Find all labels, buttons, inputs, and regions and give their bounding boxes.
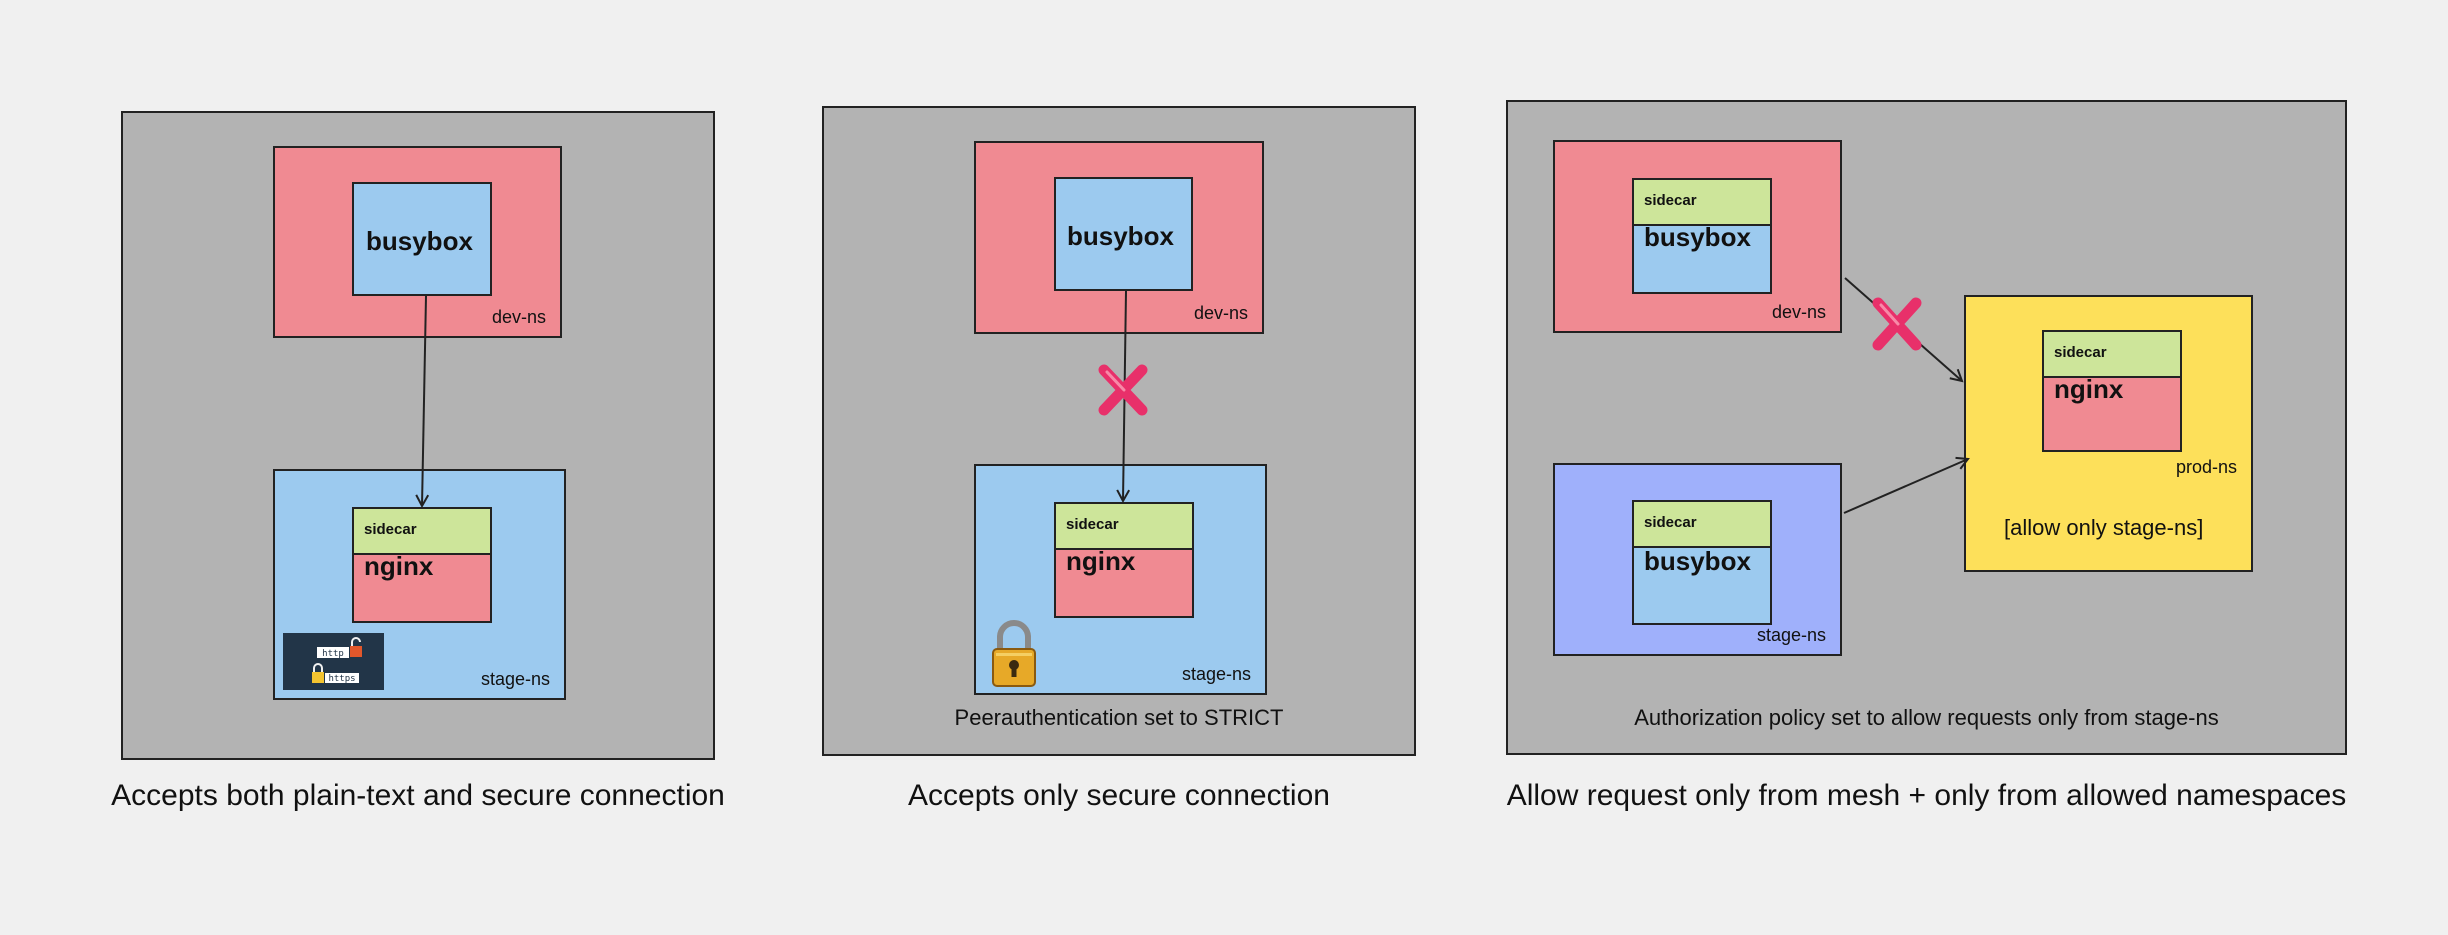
sidecar-label: sidecar [364,521,417,538]
panel-caption: Allow request only from mesh + only from… [1506,779,2347,812]
svg-text:https: https [328,674,355,684]
svg-text:http: http [322,649,344,659]
panel-inner-caption: Peerauthentication set to STRICT [954,705,1284,730]
pod-nginx: sidecar nginx [2042,330,2182,452]
sidecar-label: sidecar [2054,344,2107,361]
sidecar-bar: sidecar [1056,504,1192,550]
sidecar-label: sidecar [1644,514,1697,531]
pod-name: busybox [1644,546,1751,576]
pod-busybox: sidecar busybox [1632,178,1772,294]
http-https-lock-icon: http https [283,633,384,690]
namespace-label: stage-ns [1756,625,1826,645]
sidecar-bar: sidecar [2044,332,2180,378]
pod-busybox: busybox [352,182,492,296]
sidecar-bar: sidecar [1634,502,1770,548]
pod-nginx: sidecar nginx [1054,502,1194,618]
sidecar-label: sidecar [1644,192,1697,209]
deny-x-icon [1098,364,1148,416]
arrow-stage-busybox-to-nginx [1843,459,1968,514]
pod-busybox: sidecar busybox [1632,500,1772,625]
sidecar-bar: sidecar [1634,180,1770,226]
pod-nginx: sidecar nginx [352,507,492,623]
sidecar-bar: sidecar [354,509,490,555]
policy-note: [allow only stage-ns] [2004,515,2204,540]
deny-x-icon [1872,297,1922,351]
panel-caption: Accepts both plain-text and secure conne… [111,779,725,812]
pod-name: nginx [2054,374,2124,404]
namespace-label: dev-ns [491,307,546,327]
arrow-busybox-to-nginx [422,295,426,506]
panel-inner-caption: Authorization policy set to allow reques… [1634,705,2219,730]
padlock-icon [990,619,1038,689]
pod-name: nginx [364,551,434,581]
namespace-label: dev-ns [1771,302,1826,322]
namespace-label: stage-ns [480,669,550,689]
panel-caption: Accepts only secure connection [908,779,1330,812]
pod-name: nginx [1066,546,1136,576]
namespace-label: stage-ns [1181,664,1251,684]
namespace-label: dev-ns [1193,303,1248,323]
pod-busybox: busybox [1054,177,1193,291]
namespace-label: prod-ns [2175,457,2237,477]
pod-name: busybox [1067,221,1174,251]
sidecar-label: sidecar [1066,516,1119,533]
pod-name: busybox [1644,222,1751,252]
pod-name: busybox [366,226,473,256]
